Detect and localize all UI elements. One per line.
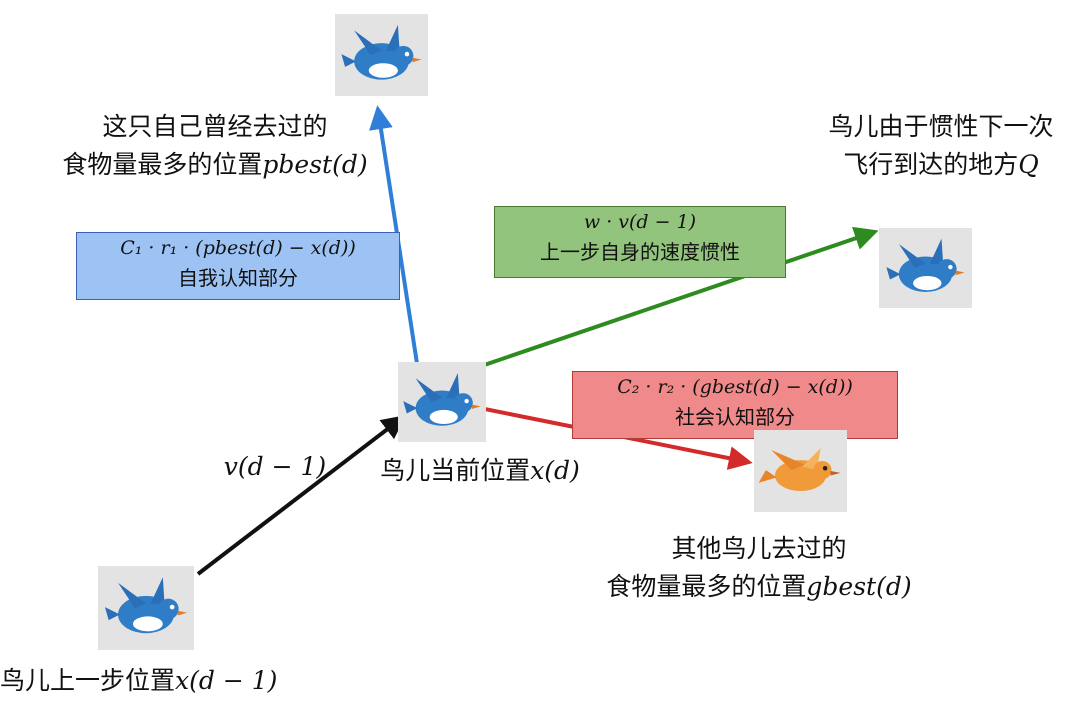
arrow-to-inertia — [454, 226, 879, 377]
inertia-destination-line-2-text: 飞行到达的地方 — [843, 150, 1019, 179]
inertia-bird-tile — [879, 228, 972, 308]
previous-bird-tile — [98, 566, 194, 650]
previous-position-label: 鸟儿上一步位置x(d − 1) — [0, 662, 310, 700]
inertia-destination-description: 鸟儿由于惯性下一次 飞行到达的地方Q — [800, 108, 1082, 184]
previous-velocity-label: v(d − 1) — [210, 448, 340, 486]
previous-position-math: x(d − 1) — [175, 666, 278, 695]
gbest-line-2: 食物量最多的位置gbest(d) — [574, 568, 944, 606]
previous-position-text: 鸟儿上一步位置 — [0, 666, 176, 695]
pbest-line-2-math: pbest(d) — [262, 150, 368, 179]
gbest-line-2-text: 食物量最多的位置 — [606, 572, 807, 601]
self-cognition-formula: C₁ · r₁ · (pbest(d) − x(d)) — [120, 237, 356, 259]
gbest-description: 其他鸟儿去过的 食物量最多的位置gbest(d) — [574, 530, 944, 606]
social-cognition-box: C₂ · r₂ · (gbest(d) − x(d)) 社会认知部分 — [572, 371, 898, 439]
inertia-caption: 上一步自身的速度惯性 — [540, 240, 740, 264]
inertia-destination-line-1: 鸟儿由于惯性下一次 — [828, 112, 1054, 141]
inertia-box: w · v(d − 1) 上一步自身的速度惯性 — [494, 206, 786, 278]
gbest-bird-tile — [754, 430, 847, 512]
inertia-destination-line-2-math: Q — [1018, 150, 1039, 179]
inertia-destination-line-2: 飞行到达的地方Q — [800, 146, 1082, 184]
bird-icon — [341, 24, 422, 80]
bird-icon — [403, 372, 481, 426]
pbest-bird-tile — [335, 14, 428, 96]
self-cognition-caption: 自我认知部分 — [178, 266, 298, 290]
current-position-text: 鸟儿当前位置 — [380, 456, 531, 485]
pbest-line-2: 食物量最多的位置pbest(d) — [30, 146, 400, 184]
pbest-line-2-text: 食物量最多的位置 — [62, 150, 263, 179]
current-position-label: 鸟儿当前位置x(d) — [360, 452, 600, 490]
bird-icon — [886, 238, 965, 292]
bird-icon — [104, 577, 188, 634]
bird-icon — [758, 448, 841, 492]
arrow-from-previous — [196, 415, 406, 576]
current-position-math: x(d) — [530, 456, 580, 485]
gbest-line-1: 其他鸟儿去过的 — [671, 534, 847, 563]
gbest-line-2-math: gbest(d) — [806, 572, 912, 601]
inertia-formula: w · v(d − 1) — [583, 211, 697, 233]
previous-velocity-math: v(d − 1) — [223, 452, 327, 481]
social-cognition-caption: 社会认知部分 — [675, 405, 795, 429]
pbest-line-1: 这只自己曾经去过的 — [102, 112, 328, 141]
current-bird-tile — [398, 362, 486, 442]
self-cognition-box: C₁ · r₁ · (pbest(d) − x(d)) 自我认知部分 — [76, 232, 400, 300]
pbest-description: 这只自己曾经去过的 食物量最多的位置pbest(d) — [30, 108, 400, 184]
social-cognition-formula: C₂ · r₂ · (gbest(d) − x(d)) — [617, 376, 853, 398]
